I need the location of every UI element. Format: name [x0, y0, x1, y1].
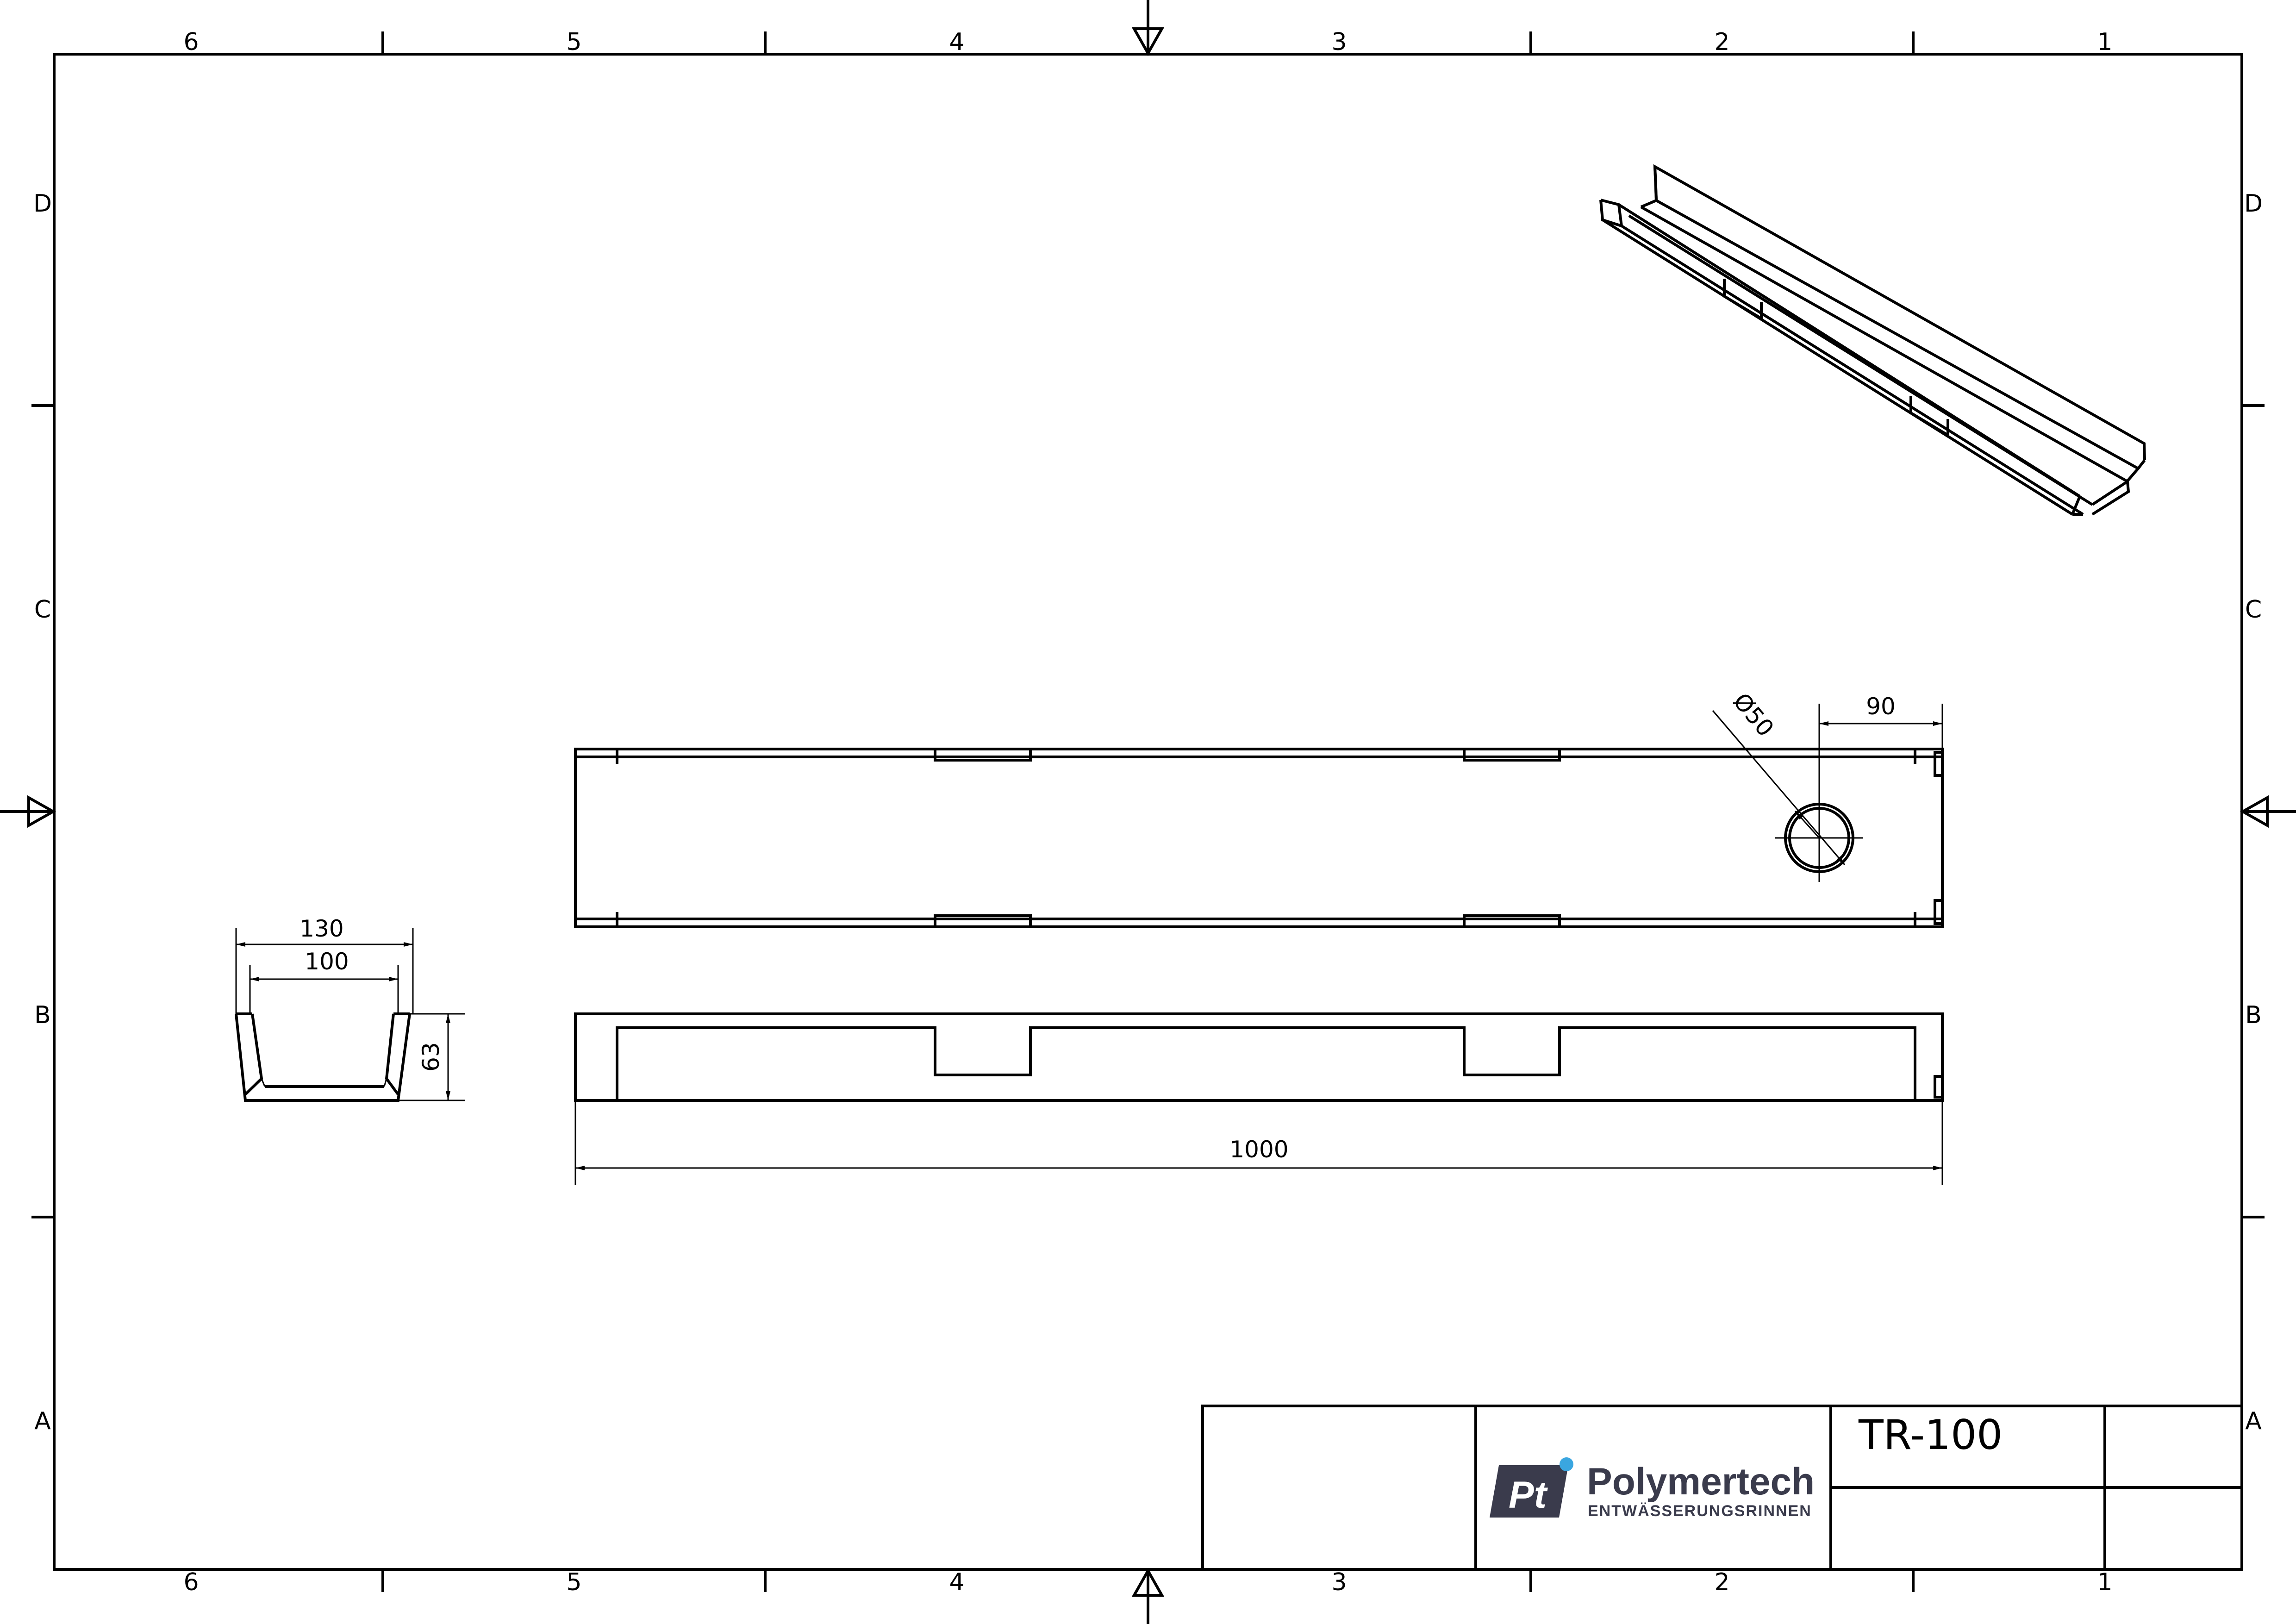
company-name: Polymertech: [1587, 1461, 1815, 1503]
zone-row-right-a: A: [2245, 1407, 2262, 1435]
zone-col-bottom-6: 6: [183, 1568, 199, 1596]
zone-col-bottom-2: 2: [1714, 1568, 1729, 1596]
company-logo: Pt: [1490, 1457, 1573, 1518]
centering-mark-bottom: [1131, 1568, 1165, 1624]
zone-col-top-1: 1: [2097, 28, 2112, 56]
zone-row-right-b: B: [2245, 1001, 2262, 1029]
top-view: [574, 748, 1944, 928]
centering-mark-right: [2240, 795, 2296, 828]
zone-col-top-4: 4: [949, 28, 964, 56]
isometric-view: [1599, 164, 2146, 516]
zone-col-top-2: 2: [1714, 28, 1729, 56]
zone-col-bottom-1: 1: [2097, 1568, 2112, 1596]
dimension-length: [574, 1100, 1943, 1185]
dimension-hole-diameter: [1712, 710, 1846, 865]
dimension-height: [398, 1013, 465, 1101]
zone-row-left-b: B: [34, 1001, 51, 1029]
drawing-frame: [53, 53, 2243, 1571]
centering-mark-top: [1131, 0, 1165, 56]
dimension-hole-offset: [1818, 704, 1943, 808]
zone-col-bottom-3: 3: [1331, 1568, 1347, 1596]
dimension-hole-diameter-label: Ø50: [1728, 688, 1779, 742]
zone-row-right-c: C: [2245, 596, 2262, 624]
zone-col-top-3: 3: [1331, 28, 1347, 56]
dimension-height-label: 63: [418, 1042, 444, 1072]
centering-mark-left: [0, 795, 56, 828]
zone-col-top-5: 5: [566, 28, 581, 56]
dimension-length-label: 1000: [1229, 1136, 1288, 1163]
title-block: [1201, 1405, 2243, 1571]
zone-col-top-6: 6: [183, 28, 199, 56]
company-tagline: ENTWÄSSERUNGSRINNEN: [1588, 1502, 1812, 1520]
dimension-inner-width: [249, 965, 399, 1014]
zone-row-left-a: A: [34, 1407, 51, 1435]
zone-col-bottom-5: 5: [566, 1568, 581, 1596]
dimension-hole-offset-label: 90: [1866, 693, 1896, 720]
dimension-overall-width: [235, 928, 414, 1014]
side-view: [574, 1012, 1944, 1102]
logo-mark-text: Pt: [1509, 1474, 1548, 1516]
zone-row-left-d: D: [33, 190, 52, 218]
zone-ticks: [31, 31, 2265, 1592]
zone-labels: 6 5 4 3 2 1 6 5 4 3 2 1 D C B A D C B A: [33, 28, 2263, 1596]
end-view: [235, 1012, 411, 1102]
dimension-inner-width-label: 100: [305, 948, 349, 975]
zone-row-left-c: C: [34, 596, 51, 624]
dimension-overall-width-label: 130: [299, 915, 343, 942]
zone-row-right-d: D: [2244, 190, 2263, 218]
part-number: TR-100: [1858, 1411, 2003, 1459]
zone-col-bottom-4: 4: [949, 1568, 964, 1596]
